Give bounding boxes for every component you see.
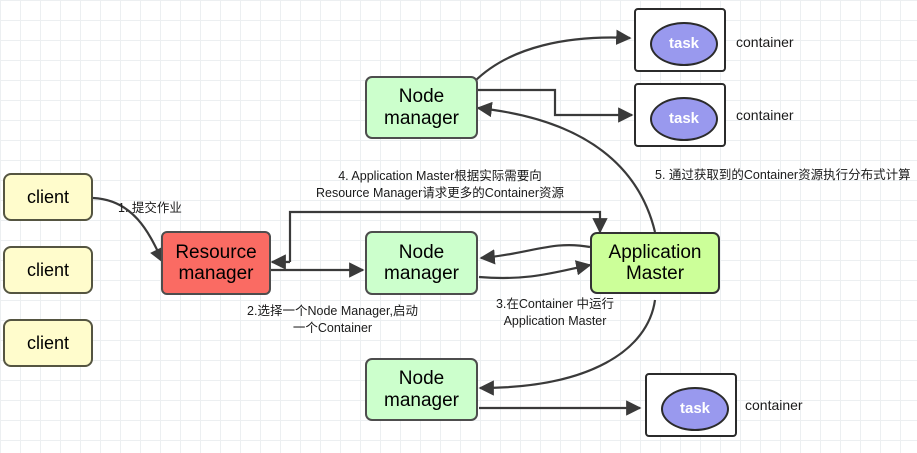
edge-node-manager-to-application-master	[478, 260, 592, 280]
container-box-2[interactable]: task	[634, 83, 726, 147]
node-manager-label-bottom: Node manager	[384, 368, 459, 411]
edge-top-node-manager-to-task-2	[474, 88, 634, 123]
client-box-2[interactable]: client	[3, 246, 93, 294]
task-label-2: task	[668, 109, 700, 127]
container-caption-3: container	[745, 397, 803, 413]
node-manager-box-bottom[interactable]: Node manager	[365, 358, 478, 421]
task-label-3: task	[679, 399, 711, 417]
client-box-3[interactable]: client	[3, 319, 93, 367]
task-ellipse-3[interactable]: task	[661, 387, 729, 431]
container-caption-1: container	[736, 34, 794, 50]
container-box-1[interactable]: task	[634, 8, 726, 72]
node-manager-label-middle: Node manager	[384, 241, 459, 284]
container-caption-2: container	[736, 107, 794, 123]
container-box-3[interactable]: task	[645, 373, 737, 437]
client-label-2: client	[26, 259, 70, 280]
edge-label-step-1: 1. 提交作业	[118, 201, 182, 215]
application-master-label: Application Master	[608, 241, 702, 284]
client-box-1[interactable]: client	[3, 173, 93, 221]
node-manager-label-top: Node manager	[384, 86, 459, 129]
edge-label-step-2: 2.选择一个Node Manager,启动 一个Container	[247, 304, 418, 335]
resource-manager-label: Resource manager	[175, 241, 257, 284]
task-label-1: task	[668, 34, 700, 52]
node-manager-box-top[interactable]: Node manager	[365, 76, 478, 139]
edge-label-step-3: 3.在Container 中运行 Application Master	[495, 297, 615, 328]
task-ellipse-2[interactable]: task	[650, 97, 718, 141]
application-master-box[interactable]: Application Master	[590, 232, 720, 294]
node-manager-box-middle[interactable]: Node manager	[365, 231, 478, 295]
edge-label-step-4: 4. Application Master根据实际需要向 Resource Ma…	[315, 169, 564, 200]
client-label-1: client	[26, 186, 70, 207]
task-ellipse-1[interactable]: task	[650, 22, 718, 66]
edge-label-step-5: 5. 通过获取到的Container资源执行分布式计算	[655, 168, 911, 182]
edge-application-master-to-node-manager	[479, 243, 591, 265]
edge-top-node-manager-to-task-1	[473, 29, 632, 83]
client-label-3: client	[26, 332, 70, 353]
resource-manager-box[interactable]: Resource manager	[161, 231, 271, 295]
